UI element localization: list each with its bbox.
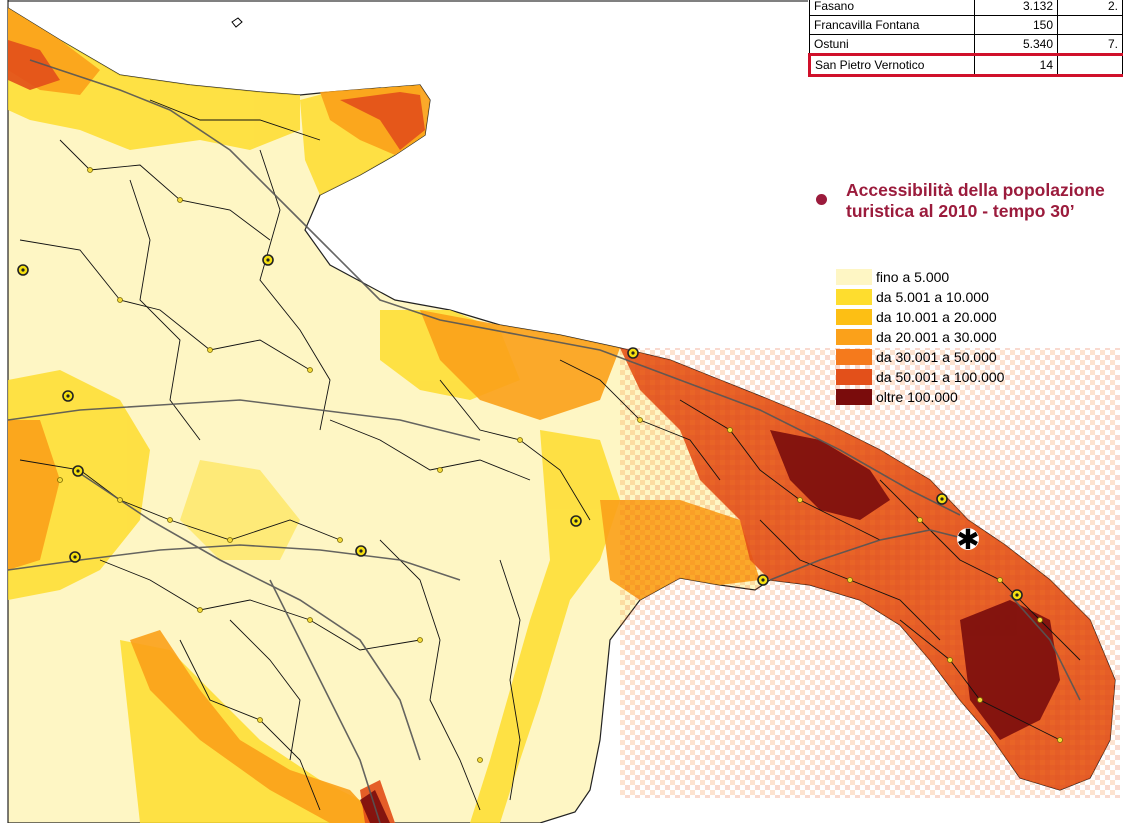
table-cell-value2: 7. (1057, 34, 1123, 55)
municipal-boundaries (19, 99, 1081, 811)
legend-item: da 20.001 a 30.000 (836, 327, 1004, 347)
table-cell-value1: 150 (974, 15, 1058, 35)
legend-swatch (836, 389, 872, 405)
legend-item: oltre 100.000 (836, 387, 1004, 407)
legend-bullet (816, 194, 827, 205)
table-cell-value2: 2. (1057, 0, 1123, 16)
table-cell-value1: 14 (974, 53, 1058, 77)
legend-swatch (836, 289, 872, 305)
legend-item: da 30.001 a 50.000 (836, 347, 1004, 367)
island (231, 17, 243, 28)
legend-title-line1: Accessibilità della popolazione (846, 180, 1105, 200)
svg-text:✱: ✱ (956, 523, 979, 556)
legend-label: da 5.001 a 10.000 (876, 289, 989, 305)
legend-label: fino a 5.000 (876, 269, 950, 285)
road-network (7, 59, 1081, 823)
legend-swatch (836, 329, 872, 345)
legend-label: da 10.001 a 20.000 (876, 309, 997, 325)
table-cell-name: Fasano (809, 0, 975, 16)
table-cell-value2 (1057, 15, 1123, 35)
legend-label: oltre 100.000 (876, 389, 958, 405)
legend-item: da 10.001 a 20.000 (836, 307, 1004, 327)
legend-title-line2: turistica al 2010 - tempo 30’ (846, 201, 1075, 221)
table-cell-value1: 3.132 (974, 0, 1058, 16)
legend-swatch (836, 349, 872, 365)
legend-item: fino a 5.000 (836, 267, 1004, 287)
legend-title: Accessibilità della popolazione turistic… (846, 180, 1138, 222)
raster-texture (620, 348, 1120, 798)
legend-label: da 30.001 a 50.000 (876, 349, 997, 365)
legend-swatch (836, 269, 872, 285)
asterisk-icon: ✱ (956, 523, 979, 556)
table-cell-name: Ostuni (809, 34, 975, 55)
table-cell-value1: 5.340 (974, 34, 1058, 55)
legend-swatch (836, 309, 872, 325)
town-points (57, 167, 1063, 763)
table-cell-name: San Pietro Vernotico (808, 53, 975, 77)
legend-swatch (836, 369, 872, 385)
table-cell-value2 (1057, 53, 1123, 77)
legend-label: da 50.001 a 100.000 (876, 369, 1005, 385)
legend-label: da 20.001 a 30.000 (876, 329, 997, 345)
legend-item: da 5.001 a 10.000 (836, 287, 1004, 307)
table-cell-name: Francavilla Fontana (809, 15, 975, 35)
legend-item: da 50.001 a 100.000 (836, 367, 1004, 387)
legend-list: fino a 5.000 da 5.001 a 10.000 da 10.001 a… (836, 267, 1004, 407)
